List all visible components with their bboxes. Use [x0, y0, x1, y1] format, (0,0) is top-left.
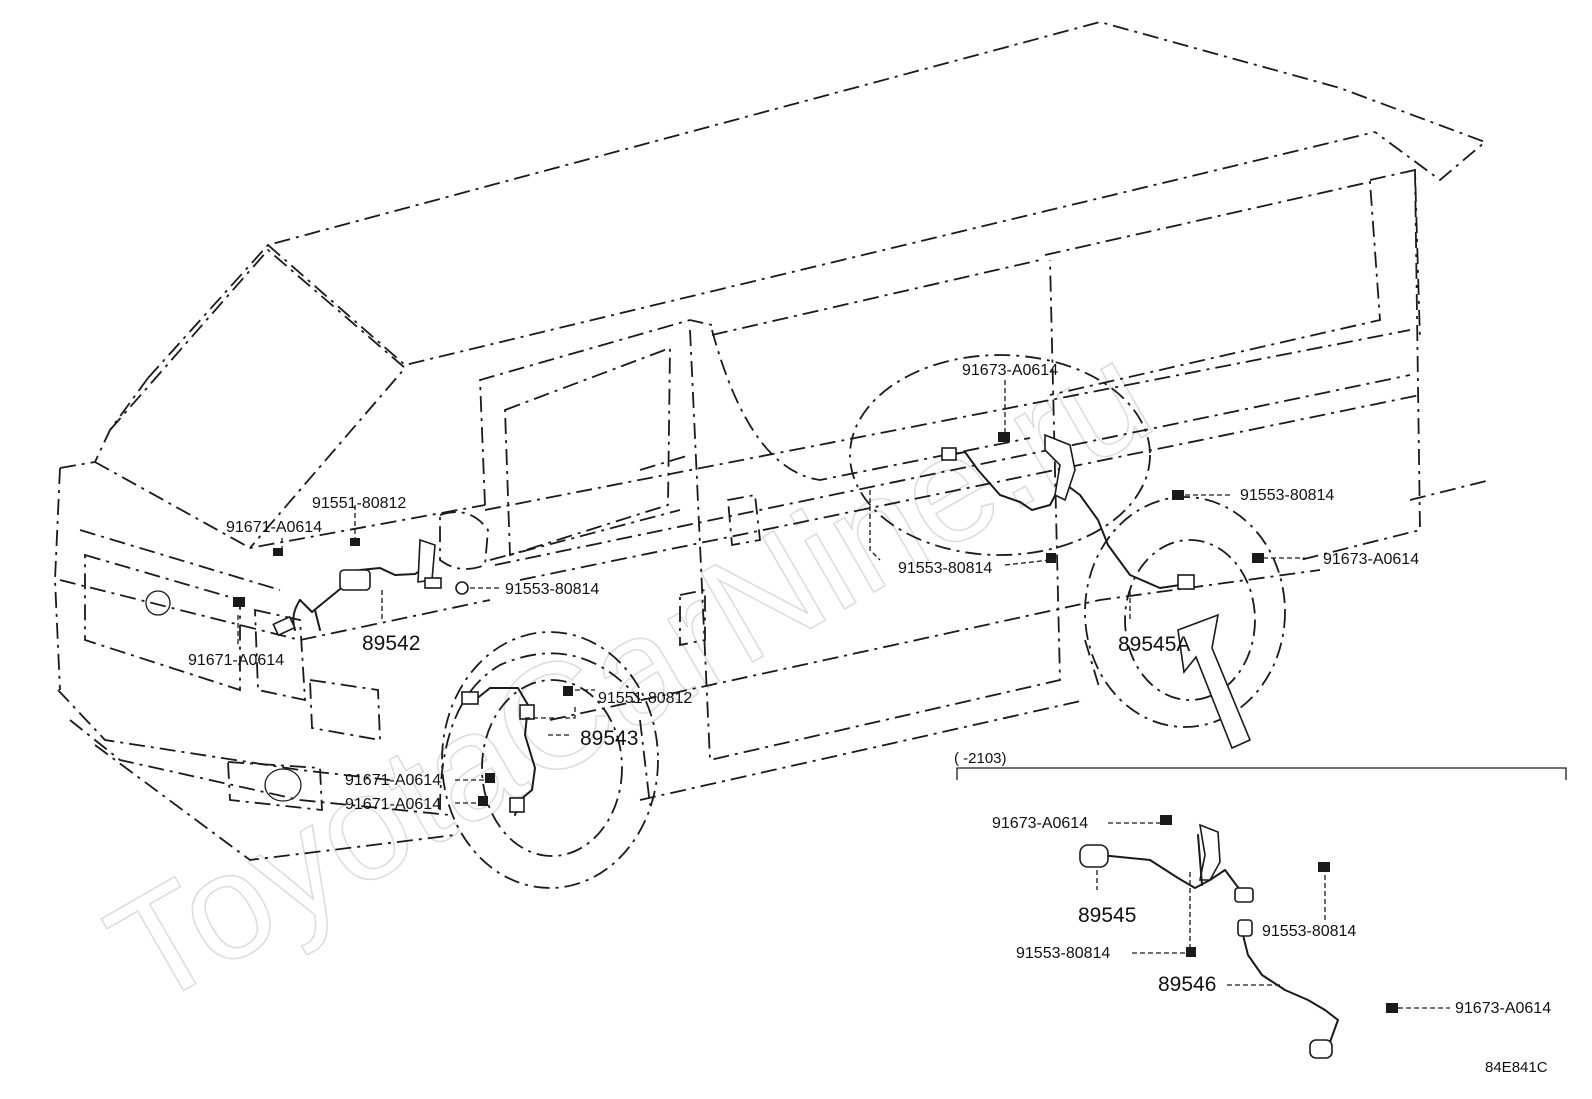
sensor-89542 — [272, 538, 442, 637]
label-front-wheel-clip: 91551-80812 — [598, 690, 692, 707]
label-front-wheel-bolt-a: 91671-A0614 — [345, 772, 441, 789]
sensor-89545A — [941, 433, 1195, 590]
label-front-wheel-bolt-b: 91671-A0614 — [345, 796, 441, 813]
label-inset-top-bolt: 91673-A0614 — [992, 815, 1088, 832]
van-body — [54, 21, 1491, 861]
label-sensor-89545: 89545 — [1078, 904, 1136, 927]
watermark: ToyotaCarNine.ru — [82, 309, 1177, 1038]
inset-box — [956, 767, 1567, 1059]
label-sensor-89545A: 89545A — [1118, 633, 1190, 656]
label-front-left-bolt-c: 91553-80814 — [505, 581, 599, 598]
view-arrow — [1177, 613, 1252, 750]
label-inset-range: ( -2103) — [954, 750, 1007, 767]
front-wheel — [439, 631, 659, 889]
label-rear-lower-bolt: 91673-A0614 — [1323, 551, 1419, 568]
rear-wheel — [849, 354, 1286, 728]
leader-lines — [237, 380, 1305, 804]
label-sensor-89546: 89546 — [1158, 973, 1216, 996]
bolt-rear — [998, 432, 1264, 563]
part-labels: 91671-A0614 91551-80812 91553-80814 8954… — [188, 362, 1551, 1076]
label-rear-left-bolt: 91553-80814 — [898, 560, 992, 577]
bolt-front-wheel — [478, 686, 573, 806]
label-sensor-89543: 89543 — [580, 727, 638, 750]
label-sensor-89542: 89542 — [362, 632, 420, 655]
label-front-left-bolt-b: 91671-A0614 — [188, 652, 284, 669]
label-inset-bolt-right: 91553-80814 — [1262, 923, 1356, 940]
bolt-front-left — [233, 538, 469, 607]
label-front-left-bolt-a: 91671-A0614 — [226, 519, 322, 536]
label-front-left-clip: 91551-80812 — [312, 495, 406, 512]
label-rear-top-bolt: 91673-A0614 — [962, 362, 1058, 379]
sensor-89543 — [461, 687, 576, 816]
label-rear-right-bolt: 91553-80814 — [1240, 487, 1334, 504]
diagram-code: 84E841C — [1485, 1059, 1548, 1076]
label-inset-bolt-lower: 91553-80814 — [1016, 945, 1110, 962]
label-inset-bottom-bolt: 91673-A0614 — [1455, 1000, 1551, 1017]
